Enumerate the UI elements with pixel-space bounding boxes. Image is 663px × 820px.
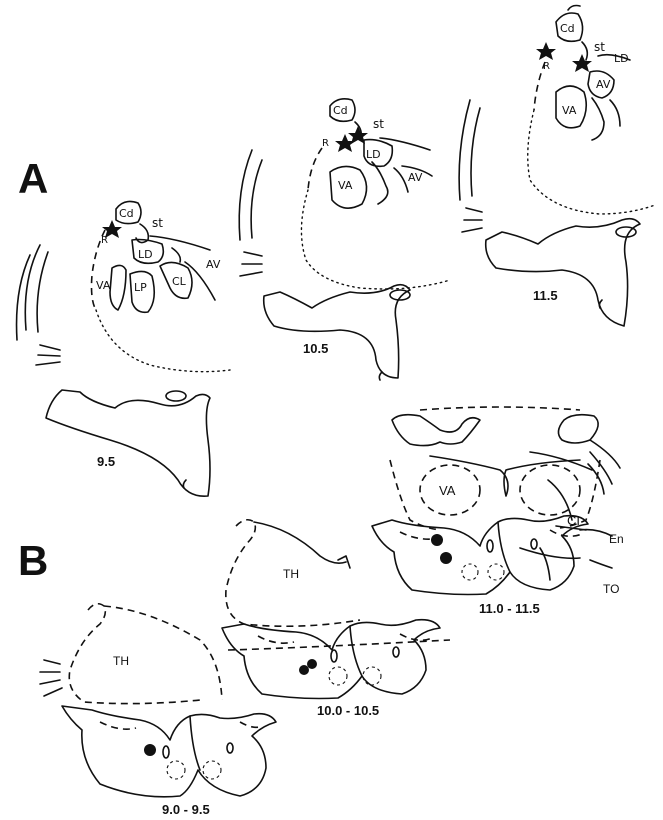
label-to: TO (603, 582, 619, 596)
level-label: 9.0 - 9.5 (162, 802, 210, 817)
section-b-9-0-9-5: TH 9.0 - 9.5 (40, 604, 276, 817)
hatch-marks (17, 245, 60, 365)
label-r: R (322, 138, 329, 149)
section-a-10-5: Cd st R LD AV VA 10.5 (239, 99, 450, 380)
lesion-star (536, 42, 556, 60)
label-cl: CL (172, 275, 187, 288)
section-a-9-5: Cd st R LD AV CL VA LP 9.5 (17, 201, 230, 496)
label-cd: Cd (119, 207, 134, 220)
level-label: 10.5 (303, 341, 328, 356)
ventral-outline (372, 516, 588, 595)
level-label: 10.0 - 10.5 (317, 703, 379, 718)
lesion-dot (440, 552, 452, 564)
label-r: R (101, 235, 108, 246)
panel-b-letter: B (18, 537, 48, 584)
level-label: 11.0 - 11.5 (479, 601, 540, 616)
section-a-11-5: Cd st R LD AV VA 11.5 (459, 6, 655, 327)
label-ld: LD (614, 52, 629, 65)
label-cd: Cd (333, 104, 348, 117)
panel-a-letter: A (18, 155, 48, 202)
lesion-dot (144, 744, 156, 756)
lesion-dot (431, 534, 443, 546)
label-av: AV (596, 78, 611, 91)
level-label: 11.5 (533, 288, 558, 303)
label-av: AV (206, 258, 221, 271)
label-th: TH (283, 567, 299, 581)
label-va: VA (96, 279, 111, 292)
label-va: VA (562, 104, 577, 117)
label-st: st (373, 117, 384, 131)
label-lp: LP (134, 281, 147, 294)
outline-dotted (528, 110, 655, 214)
th-outline (69, 604, 200, 704)
label-en: En (609, 532, 624, 546)
label-av: AV (408, 171, 423, 184)
outline-dotted (301, 190, 450, 289)
label-ci: CI (567, 513, 580, 528)
ventral-outline (264, 285, 410, 378)
lesion-dot (299, 665, 309, 675)
hatch-marks (239, 150, 262, 276)
hatch-marks (40, 660, 62, 696)
level-label: 9.5 (97, 454, 115, 469)
dorsal-outline (392, 415, 480, 446)
lesion-dot (307, 659, 317, 669)
section-b-10-0-10-5: TH 10.0 - 10.5 (222, 520, 450, 718)
label-va: VA (439, 483, 456, 498)
section-b-11-0-11-5: VA CI En TO 11.0 - 11.5 (372, 407, 624, 616)
outline-dashed (308, 148, 322, 190)
label-ld: LD (138, 248, 153, 261)
outline-dotted (96, 310, 230, 372)
label-th: TH (113, 654, 129, 668)
label-va: VA (338, 179, 353, 192)
label-ld: LD (366, 148, 381, 161)
va-outline (110, 265, 126, 310)
lesion-star (572, 54, 592, 72)
th-outline (104, 606, 222, 700)
label-st: st (152, 216, 163, 230)
label-cd: Cd (560, 22, 575, 35)
label-r: R (543, 61, 550, 72)
hatch-marks (459, 100, 482, 232)
label-st: st (594, 40, 605, 54)
